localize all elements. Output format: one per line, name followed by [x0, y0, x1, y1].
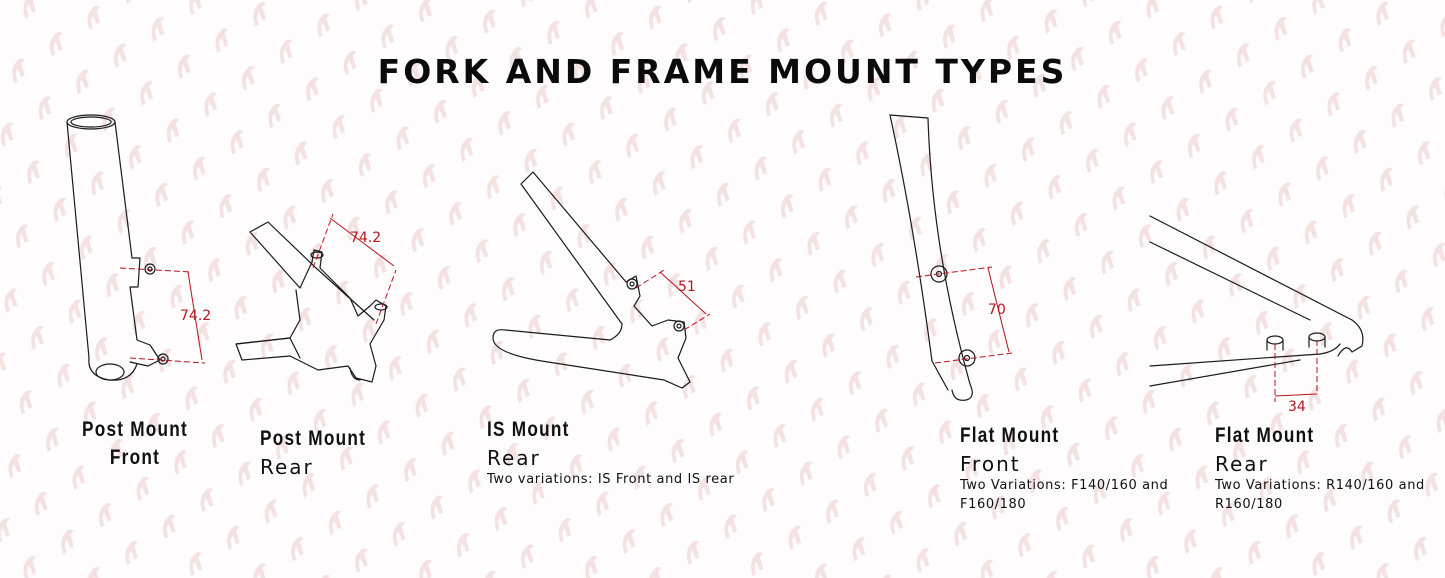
flat-mount-rear-dimension: 34: [1288, 399, 1306, 415]
is-mount-rear-dimension: 51: [678, 279, 696, 295]
flat-mount-front-dimension: 70: [988, 302, 1006, 318]
post-mount-front-dimension: 74.2: [180, 308, 211, 324]
label-line-2: Front: [960, 452, 1021, 476]
is-mount-rear-drawing: [492, 171, 691, 389]
label-line-1: Post Mount: [81, 418, 189, 441]
label-note: Two variations: IS Front and IS rear: [487, 472, 735, 487]
post-mount-rear-dimension: 74.2: [350, 230, 381, 246]
label-line-2: Rear: [1215, 452, 1269, 476]
post-mount-front-drawing: [66, 114, 169, 381]
is-mount-rear-label: IS Mount Rear Two variations: IS Front a…: [487, 418, 734, 489]
post-mount-front-label: Post Mount Front: [70, 418, 200, 470]
label-line-1: Flat Mount: [1215, 424, 1315, 447]
page-title: FORK AND FRAME MOUNT TYPES: [377, 52, 1068, 91]
flat-mount-front-drawing: [889, 114, 976, 401]
label-line-2: Rear: [487, 446, 541, 470]
flat-mount-rear-label: Flat Mount Rear Two Variations: R140/160…: [1215, 424, 1430, 514]
post-mount-rear-drawing: [235, 221, 388, 383]
label-line-2: Front: [109, 446, 161, 469]
label-line-1: Flat Mount: [960, 424, 1060, 447]
flat-mount-front-label: Flat Mount Front Two Variations: F140/16…: [960, 424, 1175, 514]
label-note: Two Variations: F140/160 and F160/180: [960, 478, 1169, 512]
post-mount-rear-label: Post Mount Rear: [260, 427, 389, 479]
label-line-2: Rear: [260, 455, 314, 479]
label-line-1: IS Mount: [487, 418, 570, 441]
label-note: Two Variations: R140/160 and R160/180: [1215, 478, 1425, 512]
flat-mount-rear-drawing: [1149, 215, 1364, 387]
label-line-1: Post Mount: [260, 427, 367, 450]
